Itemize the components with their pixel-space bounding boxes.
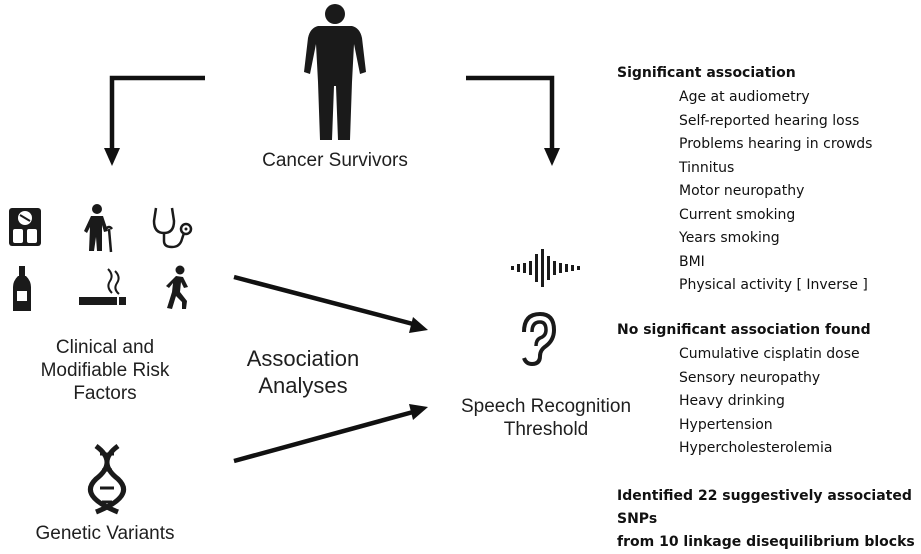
srt-line-2: Threshold [503, 419, 589, 440]
clinical-factors-line-1: Clinical and [55, 337, 155, 358]
stethoscope-icon [152, 207, 193, 249]
clinical-factors-line-2: Modifiable Risk [40, 360, 170, 381]
scale-icon [9, 208, 41, 246]
node-speech-recognition-threshold: Speech Recognition Threshold [440, 395, 652, 441]
ear-icon [522, 311, 557, 367]
association-analyses-label: Association Analyses [228, 345, 378, 399]
not-significant-item: Heavy drinking [679, 393, 785, 409]
significant-association-list: Significant association Age at audiometr… [617, 65, 917, 295]
not-significant-item: Hypercholesterolemia [679, 440, 833, 456]
walking-person-icon [166, 265, 188, 309]
arrow-survivors-to-factors [109, 75, 205, 148]
arrow-factors-to-srt [233, 274, 414, 327]
dna-icon [88, 443, 126, 515]
clinical-factors-line-3: Factors [73, 383, 137, 404]
arrowhead-factors [104, 148, 120, 166]
arrow-genetic-to-srt [233, 409, 414, 464]
arrowhead-srt [544, 148, 560, 166]
node-clinical-factors: Clinical and Modifiable Risk Factors [0, 336, 210, 405]
significant-item: Motor neuropathy [679, 183, 805, 199]
not-significant-item: Hypertension [679, 416, 773, 433]
snp-finding: Identified 22 suggestively associated SN… [617, 485, 919, 554]
node-cancer-survivors: Cancer Survivors [262, 150, 408, 171]
bottle-icon [13, 266, 31, 311]
significant-item: BMI [679, 253, 705, 270]
association-analyses-line-1: Association [246, 346, 360, 371]
snp-finding-line-2: from 10 linkage disequilibrium blocks [617, 534, 915, 550]
significant-association-heading: Significant association [617, 65, 796, 81]
sound-wave-icon [511, 249, 580, 287]
arrowhead-diag-upper [409, 317, 428, 333]
cigarette-icon [79, 268, 126, 305]
arrow-survivors-to-srt [466, 75, 555, 148]
srt-line-1: Speech Recognition [460, 396, 632, 417]
significant-item: Age at audiometry [679, 89, 810, 105]
significant-item: Years smoking [679, 230, 780, 246]
not-significant-item: Sensory neuropathy [679, 369, 821, 386]
not-significant-item: Cumulative cisplatin dose [679, 346, 860, 362]
significant-item: Problems hearing in crowds [679, 136, 873, 152]
no-significant-association-heading: No significant association found [617, 322, 871, 338]
arrowhead-diag-lower [409, 404, 428, 420]
snp-finding-line-1: Identified 22 suggestively associated SN… [617, 488, 912, 527]
association-analyses-line-2: Analyses [258, 373, 348, 398]
elderly-walking-icon [84, 204, 113, 253]
no-significant-association-list: No significant association found Cumulat… [617, 322, 917, 462]
person-silhouette-icon [304, 4, 366, 140]
significant-item: Self-reported hearing loss [679, 112, 860, 129]
significant-item: Physical activity [ Inverse ] [679, 277, 868, 293]
node-genetic-variants: Genetic Variants [35, 523, 175, 544]
significant-item: Tinnitus [679, 159, 735, 176]
significant-item: Current smoking [679, 206, 796, 223]
